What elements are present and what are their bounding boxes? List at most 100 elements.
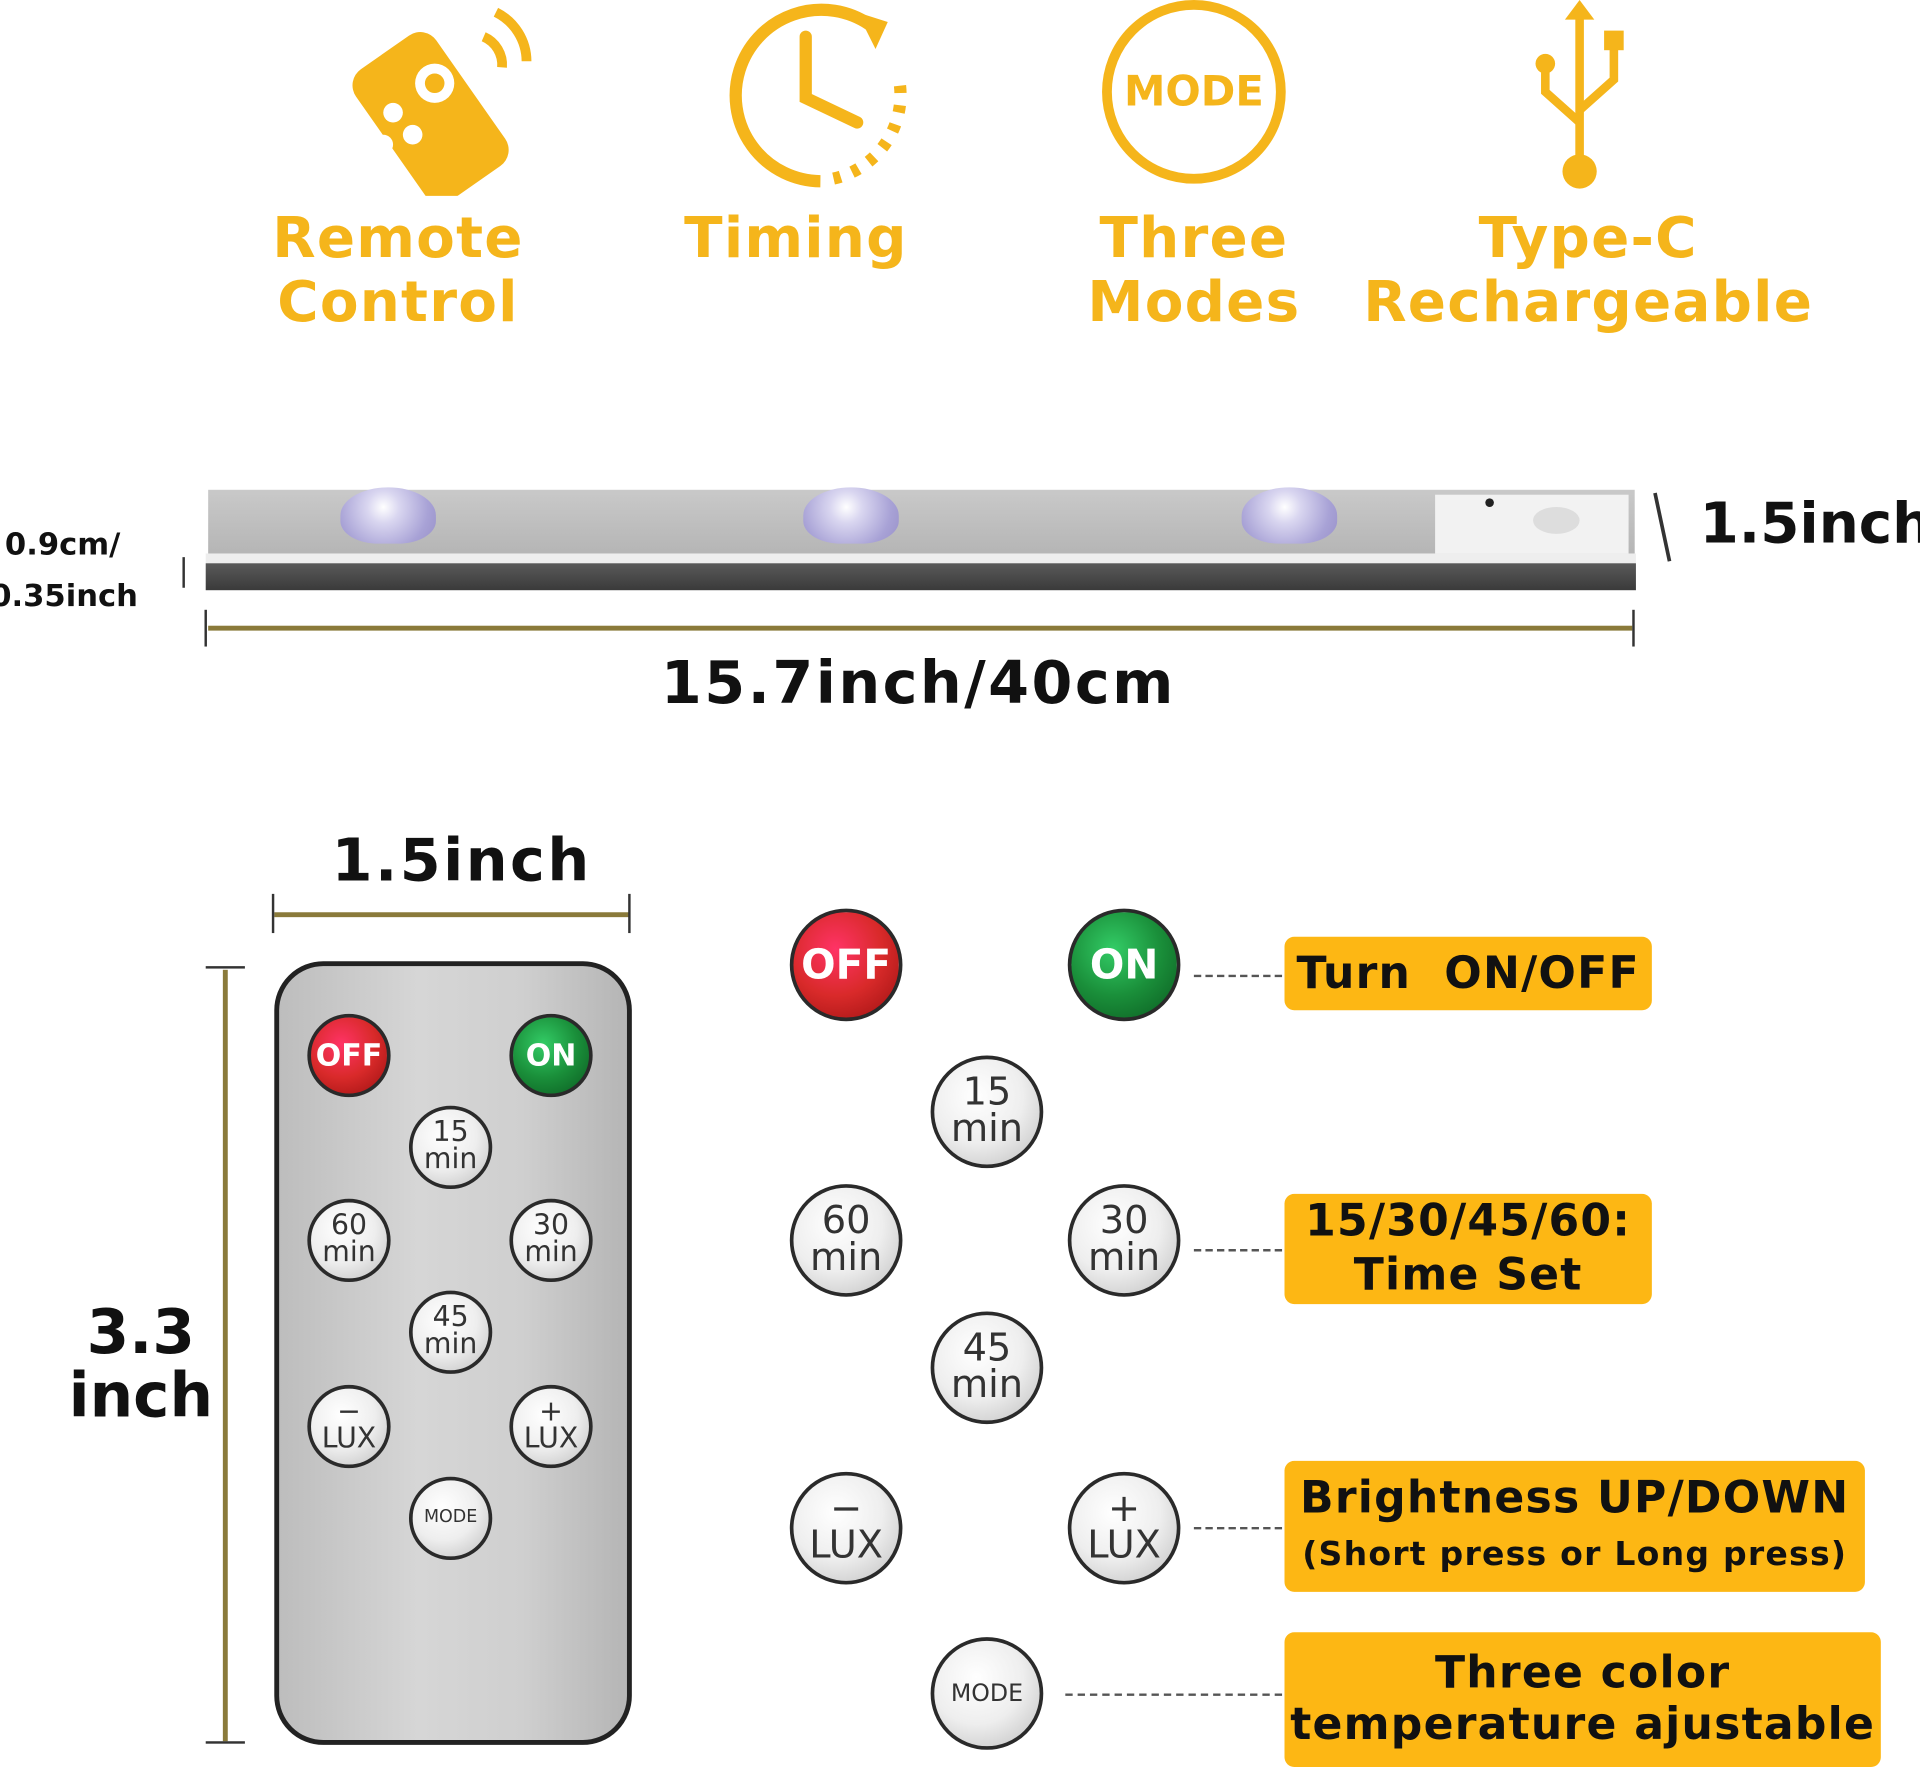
button-sublabel: LUX [1087,1523,1161,1568]
sensor-lens [1533,506,1580,534]
button-sublabel: LUX [523,1422,579,1455]
length-tick [1632,609,1635,647]
button-label: ON [1089,940,1159,989]
leader-line [1065,1693,1283,1696]
legend-button-lux-up: +LUX [1067,1471,1181,1585]
button-label: 30 [533,1209,570,1242]
feature-timing: Timing [539,206,1053,270]
remote-button-lux-down[interactable]: −LUX [307,1384,391,1469]
time-tag-line: 15/30/45/60: [1305,1196,1632,1247]
button-label: 15 [962,1070,1012,1115]
remote-width-label: 1.5inch [331,826,592,896]
leader-line [1193,1526,1283,1530]
light-bar-top [208,489,1635,561]
button-label: 15 [432,1116,469,1149]
legend-button-on: ON [1067,908,1181,1022]
button-sublabel: min [423,1143,478,1176]
button-label: + [1108,1486,1141,1531]
height-tick [205,1741,245,1744]
leader-line [1193,974,1283,978]
feature-label-line: Three [1099,204,1289,271]
power-tag-text: Turn ON/OFF [1296,948,1640,999]
feature-label-line: Control [277,268,519,335]
button-label: ON [525,1037,577,1074]
width-tick [628,893,631,934]
remote-button-off[interactable]: OFF [307,1013,391,1098]
light-bar-edge [205,553,1636,564]
legend-button-mode: MODE [930,1637,1044,1750]
remote-control-icon [352,7,532,196]
legend-button-off: OFF [789,908,903,1022]
remote-height-line: inch [68,1360,214,1432]
feature-label-line: Rechargeable [1363,268,1814,335]
button-label: 60 [330,1209,367,1242]
remote-button-lux-up[interactable]: +LUX [509,1384,593,1469]
button-label: OFF [801,940,892,989]
remote-height-arrow [222,969,228,1742]
time-set-tag: 15/30/45/60:Time Set [1284,1193,1652,1305]
mode-icon: MODE [1102,0,1286,184]
button-sublabel: min [322,1236,376,1269]
remote-height-line: 3.3 [86,1296,196,1368]
button-label: − [337,1395,361,1428]
light-bar-bottom [205,563,1636,591]
mode-tag-line: Three color [1434,1648,1731,1699]
mode-icon-text: MODE [1123,67,1264,117]
button-sublabel: min [950,1362,1024,1407]
button-sublabel: min [810,1235,883,1280]
bar-height-label: 1.5inch [1699,489,1920,556]
button-label: − [830,1486,863,1531]
button-sublabel: LUX [809,1523,883,1568]
magnet-lens [340,487,436,544]
timer-icon [729,3,907,188]
brightness-tag: Brightness UP/DOWN (Short press or Long p… [1284,1460,1865,1592]
button-label: OFF [315,1037,383,1074]
leader-line [1193,1248,1283,1252]
feature-label-line: Timing [684,204,908,271]
legend-button-lux-down: −LUX [789,1471,903,1585]
remote-width-arrow [274,912,630,918]
brightness-tag-line: Brightness UP/DOWN [1299,1472,1850,1523]
bar-length-label: 15.7inch/40cm [660,648,1176,718]
button-label: 45 [962,1326,1012,1371]
length-tick [204,609,207,647]
sensor-dot [1485,498,1494,507]
button-label: 60 [821,1199,871,1244]
button-sublabel: min [423,1328,478,1361]
brightness-tag-line: (Short press or Long press) [1302,1534,1848,1573]
button-label: MODE [423,1507,478,1528]
feature-label-line: Modes [1087,268,1301,335]
remote-button-on[interactable]: ON [509,1013,593,1098]
button-sublabel: LUX [321,1422,377,1455]
thickness-label: 0.35inch [0,577,138,614]
thickness-label: 0.9cm/ [4,526,121,563]
button-label: + [539,1395,563,1428]
mode-tag-line: temperature ajustable [1290,1699,1876,1750]
thickness-marker [182,557,185,588]
usb-icon [1535,0,1624,189]
button-label: 30 [1099,1199,1149,1244]
height-marker [1653,492,1672,562]
time-tag-line: Time Set [1353,1250,1583,1301]
length-arrow [208,625,1633,631]
button-sublabel: min [950,1106,1024,1152]
power-tag: Turn ON/OFF [1284,936,1652,1011]
remote-button-mode[interactable]: MODE [408,1476,493,1561]
magnet-lens [803,487,899,544]
button-sublabel: min [1087,1235,1161,1280]
button-label: MODE [950,1678,1024,1707]
feature-label-line: Type-C [1478,204,1698,271]
